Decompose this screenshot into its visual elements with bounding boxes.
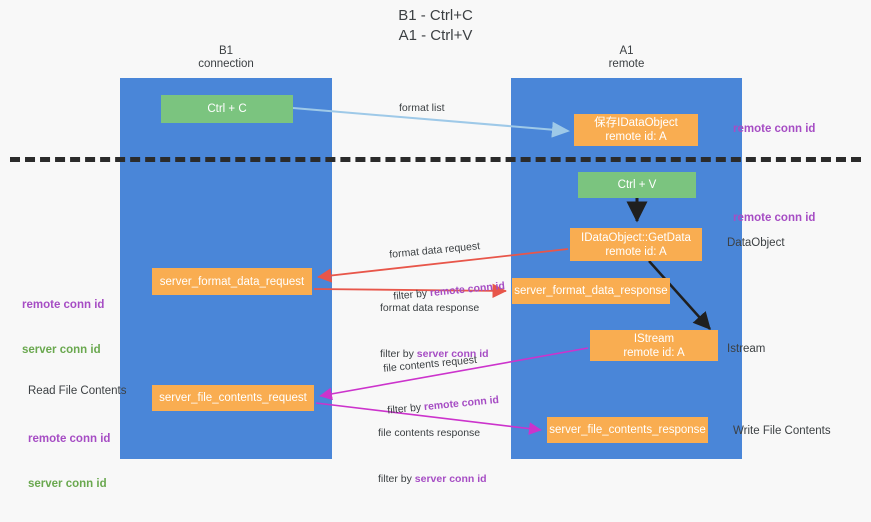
node-ctrl-v-label: Ctrl + V — [617, 179, 657, 191]
node-idataobject-getdata[interactable]: IDataObject::GetData remote id: A — [570, 228, 702, 261]
annotation-remote-conn-id-left-1: remote conn id — [22, 299, 105, 311]
annotation-dataobject: DataObject — [727, 237, 785, 249]
edge-label-format-data-response-line2: filter by server conn id — [380, 347, 489, 361]
annotation-server-conn-id-left-2: server conn id — [28, 478, 107, 490]
diagram-canvas: B1 - Ctrl+C A1 - Ctrl+V B1 connection A1… — [10, 7, 861, 490]
edge-label-file-contents-response-line2: filter by server conn id — [378, 472, 487, 486]
node-ctrl-v[interactable]: Ctrl + V — [578, 172, 696, 198]
node-server-format-data-request-label: server_format_data_request — [159, 275, 305, 288]
annotation-write-file-contents: Write File Contents — [733, 425, 831, 437]
edge-label-format-data-response-line1: format data response — [380, 302, 480, 314]
lane-header-b1: B1 connection — [198, 45, 254, 70]
annotation-remote-conn-id-left-2: remote conn id — [28, 433, 111, 445]
node-server-format-data-response-label: server_format_data_response — [514, 285, 668, 297]
edge-label-format-data-request-line1: format data request — [388, 240, 481, 261]
annotation-left-conn-ids-bottom: remote conn id server conn id — [28, 402, 110, 522]
edge-label-file-contents-response-line1: file contents response — [378, 427, 481, 439]
node-server-file-contents-response-label: server_file_contents_response — [549, 424, 706, 436]
node-ctrl-c[interactable]: Ctrl + C — [161, 95, 293, 123]
node-save-idataobject-line1: 保存IDataObject — [594, 117, 678, 129]
node-save-idataobject[interactable]: 保存IDataObject remote id: A — [574, 114, 698, 146]
node-server-format-data-request[interactable]: server_format_data_request — [152, 268, 312, 295]
node-istream[interactable]: IStream remote id: A — [590, 330, 718, 361]
node-ctrl-c-label: Ctrl + C — [207, 103, 247, 115]
annotation-read-file-contents: Read File Contents — [28, 385, 127, 397]
phase-divider — [10, 157, 861, 162]
annotation-istream: Istream — [727, 343, 766, 355]
annotation-remote-conn-id-top: remote conn id — [733, 123, 816, 135]
node-istream-line2: remote id: A — [623, 346, 685, 359]
node-server-file-contents-request-label: server_file_contents_request — [159, 392, 307, 404]
node-server-format-data-response[interactable]: server_format_data_response — [512, 278, 670, 304]
lane-header-a1: A1 remote — [608, 45, 645, 70]
page-title: B1 - Ctrl+C A1 - Ctrl+V — [398, 7, 473, 44]
filter-key-server-conn-id: server conn id — [416, 348, 489, 360]
edge-label-file-contents-request-line1: file contents request — [382, 353, 478, 375]
annotation-remote-conn-id-mid: remote conn id — [733, 212, 816, 224]
filter-key-server-conn-id: server conn id — [414, 473, 487, 485]
edge-label-format-list: format list — [399, 102, 445, 114]
node-getdata-line2: remote id: A — [605, 245, 667, 258]
node-server-file-contents-response[interactable]: server_file_contents_response — [547, 417, 708, 443]
filter-by-prefix: filter by — [378, 473, 415, 485]
edge-label-file-contents-response: file contents response filter by server … — [378, 398, 487, 514]
node-getdata-line1: IDataObject::GetData — [581, 231, 691, 244]
node-save-idataobject-line2: remote id: A — [605, 131, 667, 143]
annotation-server-conn-id-left-1: server conn id — [22, 344, 101, 356]
annotation-left-conn-ids-top: remote conn id server conn id — [22, 268, 104, 388]
filter-by-prefix: filter by — [380, 348, 417, 360]
node-server-file-contents-request[interactable]: server_file_contents_request — [152, 385, 314, 411]
node-istream-line1: IStream — [633, 332, 675, 345]
edge-label-format-data-response: format data response filter by server co… — [380, 273, 489, 389]
